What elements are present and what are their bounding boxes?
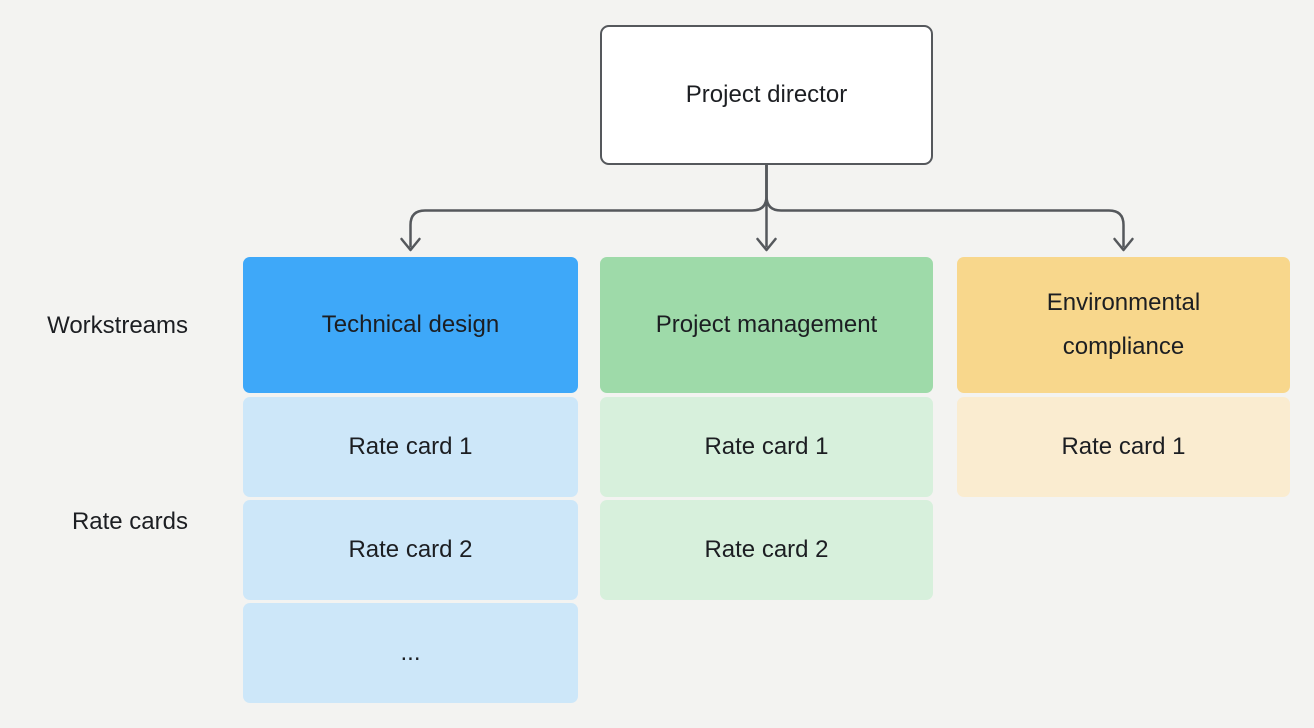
node-project-director-label: Project director — [685, 81, 848, 108]
connector-left-branch — [409, 164, 768, 248]
column-project-management: Project management Rate card 1 Rate card… — [600, 257, 933, 600]
arrowhead-left-icon — [400, 237, 421, 252]
row-label-rate-cards: Rate cards — [71, 508, 188, 535]
arrowhead-right-icon — [1113, 237, 1134, 252]
rate-card-ellipsis: ... — [243, 603, 578, 703]
connector-right-branch — [765, 164, 1125, 248]
workstream-header-technical-design: Technical design — [243, 257, 578, 393]
rate-card: Rate card 1 — [600, 397, 933, 497]
rate-card: Rate card 1 — [957, 397, 1290, 497]
arrowhead-middle-icon — [756, 237, 777, 252]
node-project-director: Project director — [600, 25, 933, 165]
rate-card: Rate card 2 — [600, 500, 933, 600]
row-label-workstreams: Workstreams — [47, 312, 188, 339]
workstream-header-environmental-compliance: Environmental compliance — [957, 257, 1290, 393]
rate-card: Rate card 1 — [243, 397, 578, 497]
column-technical-design: Technical design Rate card 1 Rate card 2… — [243, 257, 578, 703]
workstream-header-project-management: Project management — [600, 257, 933, 393]
column-environmental-compliance: Environmental compliance Rate card 1 — [957, 257, 1290, 497]
rate-card: Rate card 2 — [243, 500, 578, 600]
